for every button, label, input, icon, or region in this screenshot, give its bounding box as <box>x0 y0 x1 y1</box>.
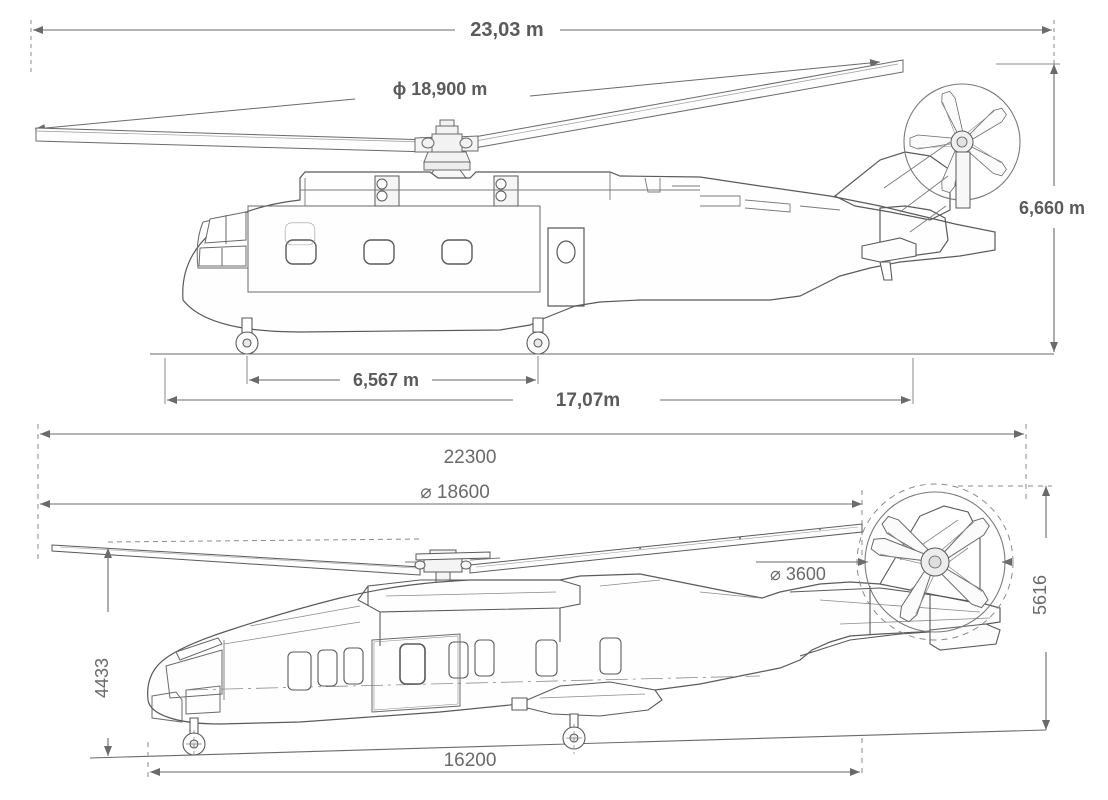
landing-gear-lower <box>182 713 586 758</box>
dimension-overall-height-lower: 5616 <box>958 485 1052 730</box>
dimension-label-rotor-head-height-lower: 4433 <box>92 658 112 698</box>
dimension-rotor-head-height-lower: 4433 <box>92 548 112 756</box>
dimension-label-fuselage-length-lower: 16200 <box>444 750 497 771</box>
dimension-label-overall-height-lower: 5616 <box>1030 575 1050 615</box>
cockpit-glazing-upper <box>196 211 249 269</box>
dimension-rotor-diameter-upper: ϕ 18,900 m <box>34 58 881 133</box>
dimension-label-rotor-diameter-upper: ϕ 18,900 m <box>393 79 488 99</box>
panel-lines-lower <box>185 579 991 691</box>
landing-gear-upper <box>235 317 550 355</box>
dimension-label-overall-height-upper: 6,660 m <box>1019 198 1085 218</box>
engine-intakes-upper <box>374 175 519 207</box>
dimension-label-overall-length-lower: 22300 <box>444 447 497 468</box>
dimension-label-main-rotor-diameter-lower: ⌀ 18600 <box>420 482 490 503</box>
dimension-label-fuselage-length-upper: 17,07m <box>556 390 620 411</box>
dimension-overall-length-upper: 23,03 m <box>30 19 1055 72</box>
cabin-windows-lower <box>287 637 622 691</box>
dimension-label-tail-rotor-diameter-lower: ⌀ 3600 <box>770 564 826 584</box>
main-rotor-hub-upper <box>421 119 473 179</box>
deck-panel-lines-upper <box>300 172 841 213</box>
cabin-door-lower <box>371 633 461 713</box>
cabin-windows-upper <box>284 222 473 265</box>
upper-view-group: 23,03 m ϕ 18,900 m <box>30 19 1085 411</box>
dimension-label-wheel-base-upper: 6,567 m <box>353 370 419 390</box>
dimension-fuselage-length-lower: 16200 <box>147 738 863 778</box>
tail-rotor-upper <box>903 83 1021 209</box>
cabin-door-upper <box>547 227 585 307</box>
dimension-tail-rotor-diameter-lower: ⌀ 3600 <box>756 558 1012 584</box>
main-rotor-blades-lower <box>51 523 863 576</box>
lower-view-group: 22300 ⌀ 18600 <box>37 424 1052 778</box>
dimension-fuselage-length-upper: 17,07m <box>164 358 914 411</box>
dimension-overall-length-lower: 22300 <box>37 424 1027 560</box>
landing-gear-sponson-lower <box>511 681 663 717</box>
horizontal-stabilizer-upper <box>861 237 917 281</box>
tail-pylon-lines-upper <box>883 141 951 233</box>
dimension-overall-height-upper: 6,660 m <box>996 63 1085 352</box>
dimension-wheel-base-upper: 6,567 m <box>246 356 539 390</box>
dimension-label-overall-length-upper: 23,03 m <box>470 19 543 41</box>
cockpit-glazing-lower <box>151 637 225 723</box>
engine-fairing-lower <box>357 579 581 646</box>
